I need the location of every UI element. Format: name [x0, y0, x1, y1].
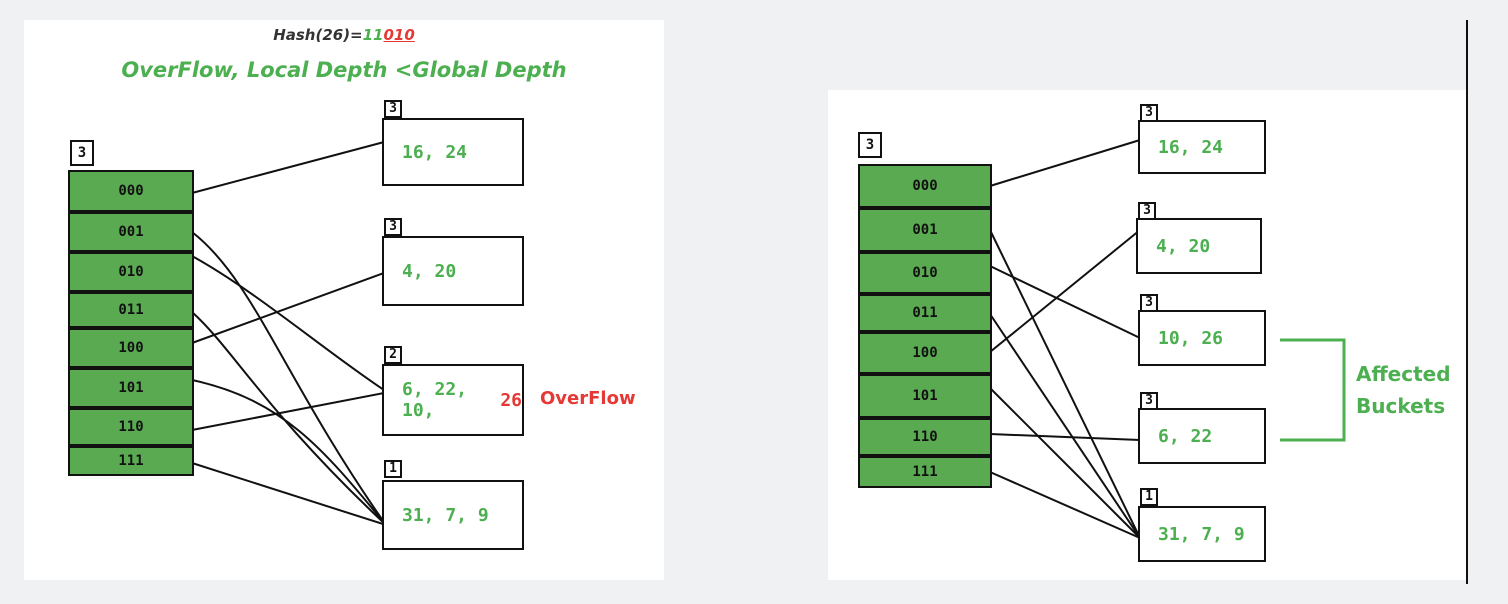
- pointer-011: [989, 313, 1141, 539]
- affected-bucket: 10, 26: [1138, 310, 1266, 366]
- pointer-101: [989, 387, 1141, 539]
- pointer-001: [989, 229, 1141, 539]
- bucket: 16, 24: [382, 118, 524, 186]
- pointer-001: [191, 231, 387, 526]
- pointer-100: [191, 272, 385, 344]
- hash-prefix: Hash(26)=: [273, 26, 363, 44]
- pointer-110: [989, 433, 1141, 441]
- overflowing-bucket: 6, 22, 10, 26: [382, 364, 524, 436]
- local-depth-badge: 3: [384, 100, 402, 118]
- bucket-keys: 6, 22: [1158, 425, 1213, 447]
- overflow-label: OverFlow: [540, 388, 636, 409]
- affected-label-line: Buckets: [1356, 394, 1446, 418]
- directory-entry: 110: [858, 418, 992, 456]
- hash-green-bits: 11: [362, 26, 384, 44]
- directory-entry: 110: [68, 408, 194, 446]
- pointer-111: [989, 471, 1141, 539]
- directory-entry: 010: [858, 252, 992, 294]
- left-pointer-lines: [191, 141, 387, 526]
- directory-entry: 100: [858, 332, 992, 374]
- directory-entry: 101: [68, 368, 194, 408]
- affected-label-line: Affected: [1356, 362, 1451, 386]
- bucket: 4, 20: [382, 236, 524, 306]
- left-diagram-panel: Hash(26)=11010 OverFlow, Local Depth <Gl…: [24, 20, 664, 580]
- right-diagram-panel: 3 000 001 010 011 100 101 110 111 3 16, …: [828, 90, 1466, 580]
- bucket-keys: 16, 24: [1158, 136, 1224, 158]
- affected-bucket: 6, 22: [1138, 408, 1266, 464]
- global-depth-badge: 3: [858, 132, 882, 158]
- pointer-010: [191, 255, 385, 391]
- bucket: 31, 7, 9: [382, 480, 524, 550]
- right-border-line: [1466, 20, 1468, 584]
- pointer-000: [989, 139, 1141, 187]
- directory-entry: 001: [858, 208, 992, 252]
- directory-entry: 111: [68, 446, 194, 476]
- local-depth-badge: 2: [384, 346, 402, 364]
- local-depth-badge: 3: [384, 218, 402, 236]
- overflow-condition-title: OverFlow, Local Depth <Global Depth: [121, 58, 567, 82]
- bucket-keys: 4, 20: [1156, 235, 1211, 257]
- pointer-111: [191, 462, 387, 526]
- bucket-keys: 16, 24: [402, 141, 468, 163]
- overflow-key: 26: [500, 389, 522, 411]
- directory-entry: 001: [68, 212, 194, 252]
- directory-entry: 101: [858, 374, 992, 418]
- pointer-101: [191, 379, 387, 526]
- global-depth-badge: 3: [70, 140, 94, 166]
- directory-entry: 100: [68, 328, 194, 368]
- bucket-keys: 4, 20: [402, 260, 457, 282]
- pointer-010: [989, 265, 1141, 339]
- right-pointer-lines: [989, 139, 1346, 539]
- directory-entry: 111: [858, 456, 992, 488]
- bucket: 4, 20: [1136, 218, 1262, 274]
- directory-entry: 010: [68, 252, 194, 292]
- bucket-keys: 31, 7, 9: [402, 504, 489, 526]
- directory-entry: 011: [858, 294, 992, 332]
- directory-entry: 000: [858, 164, 992, 208]
- hash-red-bits: 010: [383, 26, 415, 44]
- directory-entry: 000: [68, 170, 194, 212]
- pointer-100: [989, 229, 1141, 353]
- pointer-011: [191, 311, 387, 526]
- bucket-keys: 6, 22, 10,: [402, 379, 468, 421]
- affected-bracket: [1280, 338, 1346, 442]
- bucket: 16, 24: [1138, 120, 1266, 174]
- affected-buckets-label: Affected Buckets: [1356, 358, 1451, 422]
- local-depth-badge: 1: [1140, 488, 1158, 506]
- hash-expression: Hash(26)=11010: [24, 26, 664, 44]
- bucket: 31, 7, 9: [1138, 506, 1266, 562]
- bucket-keys: 10, 26: [1158, 327, 1224, 349]
- local-depth-badge: 1: [384, 460, 402, 478]
- pointer-000: [191, 141, 385, 194]
- pointer-110: [191, 392, 385, 431]
- directory-entry: 011: [68, 292, 194, 328]
- bucket-keys: 31, 7, 9: [1158, 523, 1245, 545]
- local-depth-badge: 3: [1140, 294, 1158, 312]
